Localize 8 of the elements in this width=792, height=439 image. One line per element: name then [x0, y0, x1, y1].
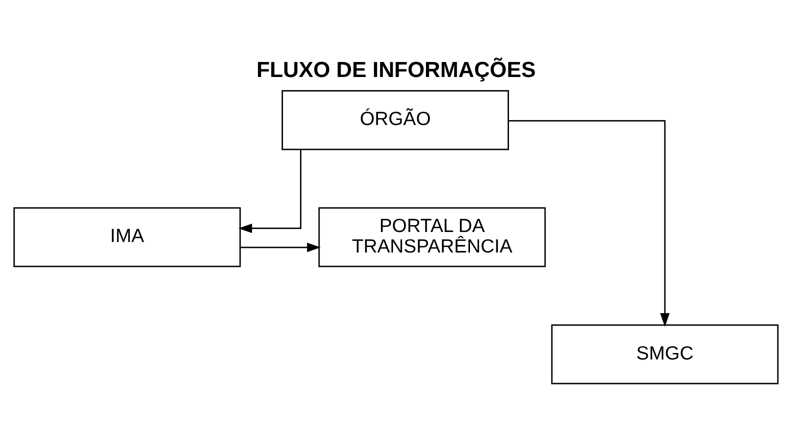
arrow — [238, 150, 302, 234]
arrow — [240, 242, 321, 252]
node-box: IMA — [13, 207, 241, 268]
node-box: SMGC — [551, 324, 779, 384]
node-box: PORTAL DA TRANSPARÊNCIA — [318, 207, 546, 268]
arrow — [508, 120, 670, 327]
node-box: ÓRGÃO — [282, 90, 509, 150]
diagram-title: FLUXO DE INFORMAÇÕES — [256, 56, 536, 82]
